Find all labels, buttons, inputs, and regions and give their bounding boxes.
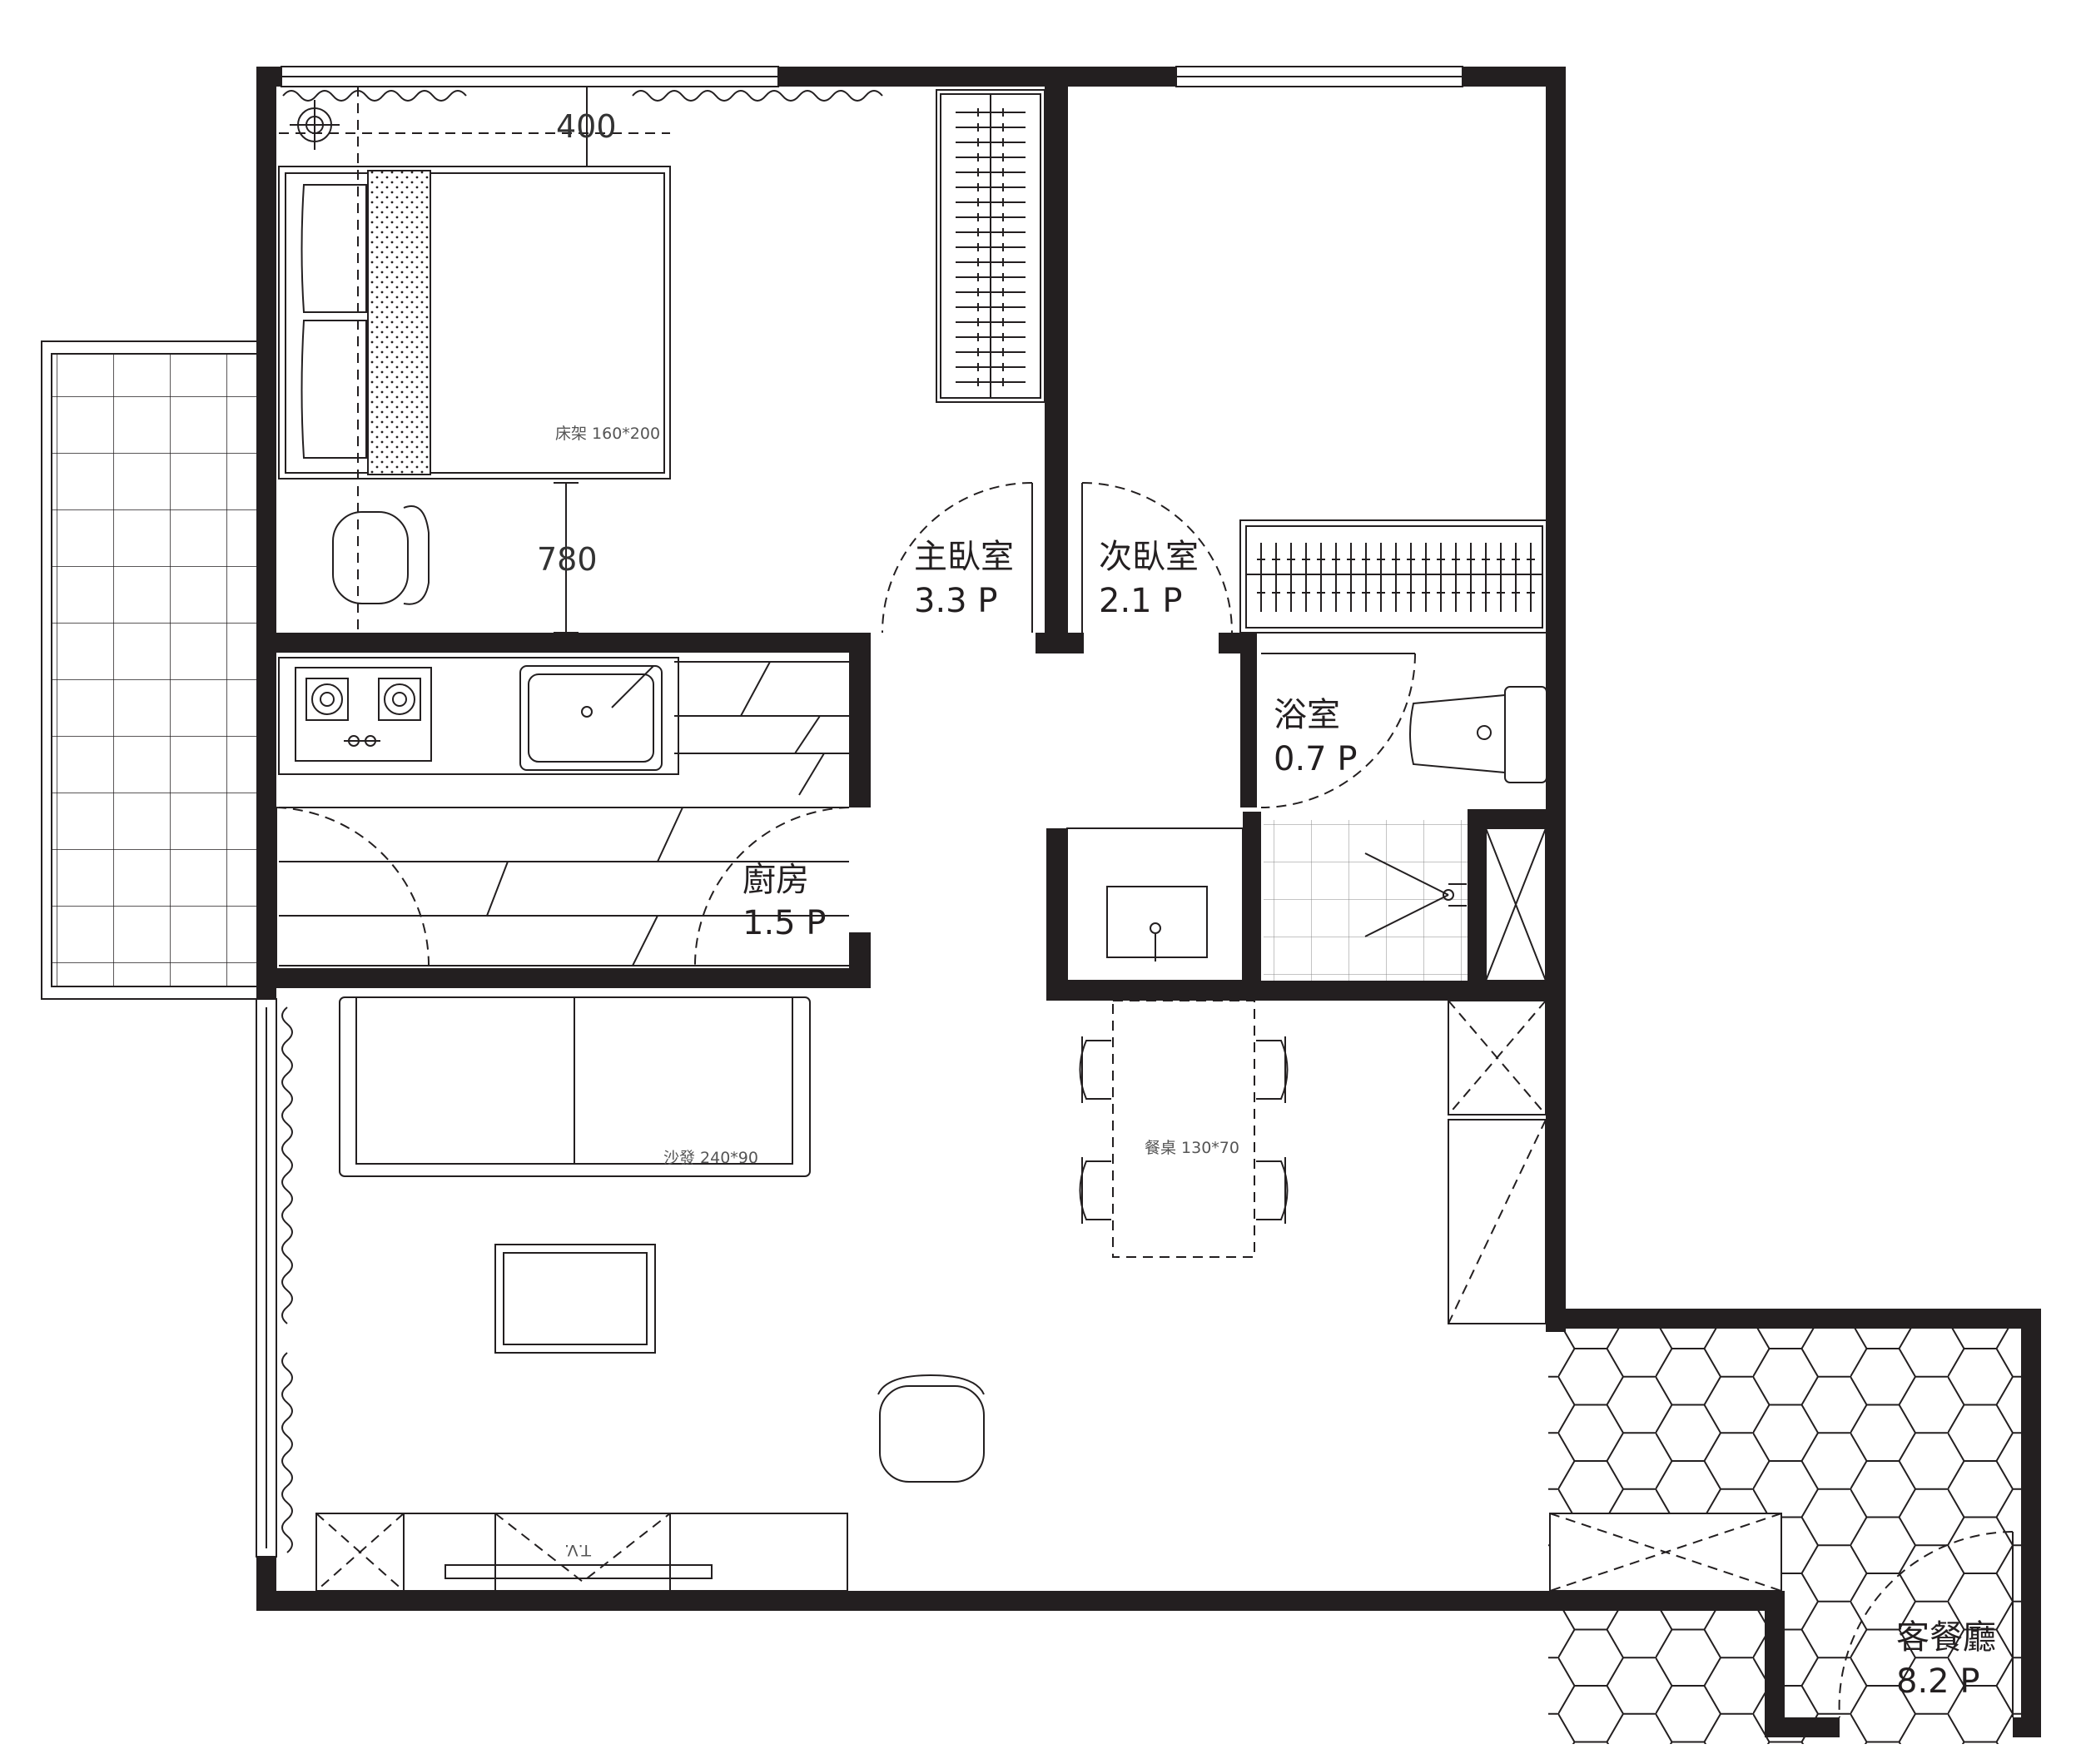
dining-table (1112, 1000, 1255, 1258)
dining-chairs (1079, 1036, 1289, 1224)
entry-door (1838, 1531, 2014, 1718)
duct-shaft (1485, 827, 1547, 981)
tv-label: T.V. (564, 1541, 592, 1559)
bathroom-name: 浴室 (1274, 696, 1340, 734)
bathroom-area: 0.7 P (1274, 740, 1357, 778)
kitchen-door (276, 807, 850, 969)
kitchen-area: 1.5 P (743, 904, 826, 942)
coffee-table (494, 1244, 656, 1354)
ceiling-light-icon (290, 100, 340, 150)
master-bedroom-door (882, 482, 1033, 634)
wardrobe-hangers-master (956, 108, 1026, 386)
shoe-cabinet (1549, 1513, 1782, 1592)
toilet-icon (1409, 686, 1547, 783)
bed-label: 床架 160*200 (555, 425, 660, 443)
master-wardrobe (936, 89, 1045, 403)
desk-chair (332, 505, 430, 605)
master-bedroom-area: 3.3 P (914, 582, 997, 620)
vanity-sink (1066, 827, 1244, 981)
shower-floor (1264, 820, 1468, 982)
second-bedroom-name: 次臥室 (1099, 538, 1199, 576)
master-bed (278, 166, 671, 480)
living-dining-area: 8.2 P (1896, 1662, 1979, 1701)
dining-table-label: 餐桌 130*70 (1145, 1139, 1239, 1157)
living-dining-name: 客餐廳 (1896, 1618, 1996, 1657)
dim-bed-to-wall: 780 (537, 541, 598, 578)
second-wardrobe (1239, 519, 1549, 634)
sofa-label: 沙發 240*90 (663, 1149, 758, 1167)
kitchen-sink (519, 665, 663, 771)
wardrobe-hangers-second (1257, 543, 1535, 612)
curtains (281, 90, 883, 1553)
master-bedroom-name: 主臥室 (914, 538, 1014, 576)
shower-icon (1364, 852, 1467, 937)
second-bedroom-area: 2.1 P (1099, 582, 1182, 620)
kitchen-name: 廚房 (743, 861, 809, 899)
left-balcony (41, 340, 259, 1000)
bathroom-door (1260, 653, 1416, 808)
sofa (339, 996, 811, 1177)
kitchen-floor (279, 661, 849, 966)
dim-window-to-bed: 400 (556, 108, 617, 145)
kitchen-counter (278, 657, 679, 775)
walls (256, 67, 2041, 1737)
windows (256, 66, 1463, 1558)
lounge-chair (877, 1374, 985, 1483)
tv-cabinet (315, 1513, 848, 1592)
bedroom-dimension-lines (279, 86, 670, 634)
storage-cabinets (1448, 1000, 1547, 1324)
second-bedroom-door (1081, 482, 1233, 634)
